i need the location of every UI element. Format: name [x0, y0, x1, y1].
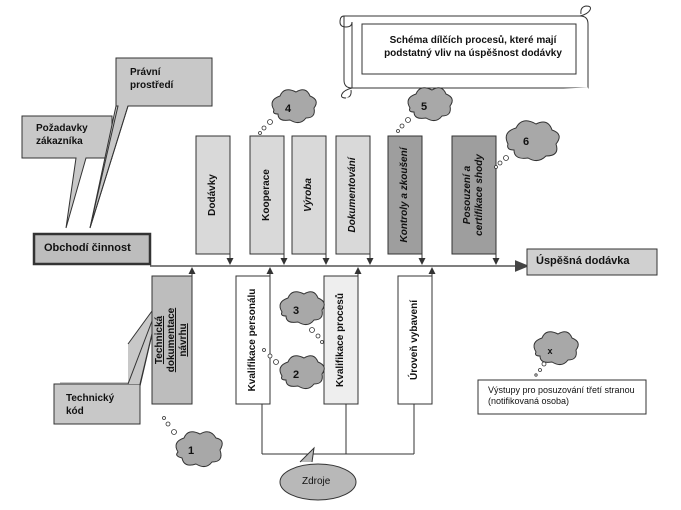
process-kooperace: Kooperace	[261, 169, 272, 221]
thought-dots	[162, 117, 547, 435]
end-box	[526, 248, 658, 276]
clouds	[175, 87, 579, 468]
top-connectors	[226, 254, 500, 265]
cloud-x-number: x	[547, 346, 553, 356]
bubble-technicky-kod	[53, 299, 161, 425]
cloud-4-number: 4	[284, 103, 292, 115]
process-posouzeni: Posouzení a certifikace shody	[462, 154, 485, 236]
cloud-6	[505, 120, 560, 162]
pozadavky-label: Požadavky zákazníka	[36, 123, 88, 147]
cloud-2-number: 2	[292, 369, 300, 381]
bottom-process-boxes	[151, 275, 433, 405]
bottom-connectors	[188, 267, 436, 278]
cloud-5-number: 5	[420, 101, 428, 113]
process-dokumentovani: Dokumentování	[347, 157, 358, 233]
process-vyroba: Výroba	[303, 178, 314, 212]
end-label: Úspěšná dodávka	[536, 255, 630, 267]
process-technicka-dokumentace: Technická dokumentace návrhu	[154, 307, 189, 373]
top-process-boxes	[195, 135, 497, 255]
title-text: Schéma dílčích procesů, které mají podst…	[384, 35, 562, 59]
process-kontroly: Kontroly a zkoušení	[399, 147, 410, 243]
cloud-3	[279, 291, 325, 326]
cloud-4	[271, 89, 317, 124]
cloud-2	[279, 355, 325, 390]
cloud-6-number: 6	[522, 136, 530, 148]
start-box	[32, 232, 152, 266]
zdroje-label: Zdroje	[302, 476, 331, 487]
title-scroll	[339, 5, 591, 99]
note-box	[477, 379, 647, 415]
cloud-1-number: 1	[187, 445, 195, 457]
zdroje-oval	[279, 446, 357, 501]
process-kvalifikace-procesu: Kvalifikace procesů	[335, 293, 346, 387]
start-label: Obchodí činnost	[44, 242, 131, 254]
technicky-kod-label: Technický kód	[66, 393, 115, 417]
process-uroven-vybaveni: Úroveň vybavení	[409, 299, 420, 381]
pravni-label: Právní prostředí	[130, 67, 174, 91]
process-dodavky: Dodávky	[207, 174, 218, 216]
cloud-1	[175, 431, 223, 468]
cloud-3-number: 3	[292, 305, 300, 317]
cloud-5	[407, 87, 453, 122]
zdroje-bracket	[261, 404, 415, 455]
note-text: Výstupy pro posuzování třetí stranou (no…	[488, 385, 635, 406]
cloud-x	[533, 331, 579, 366]
process-kvalifikace-personalu: Kvalifikace personálu	[247, 288, 258, 392]
bubble-pravni	[89, 57, 213, 229]
